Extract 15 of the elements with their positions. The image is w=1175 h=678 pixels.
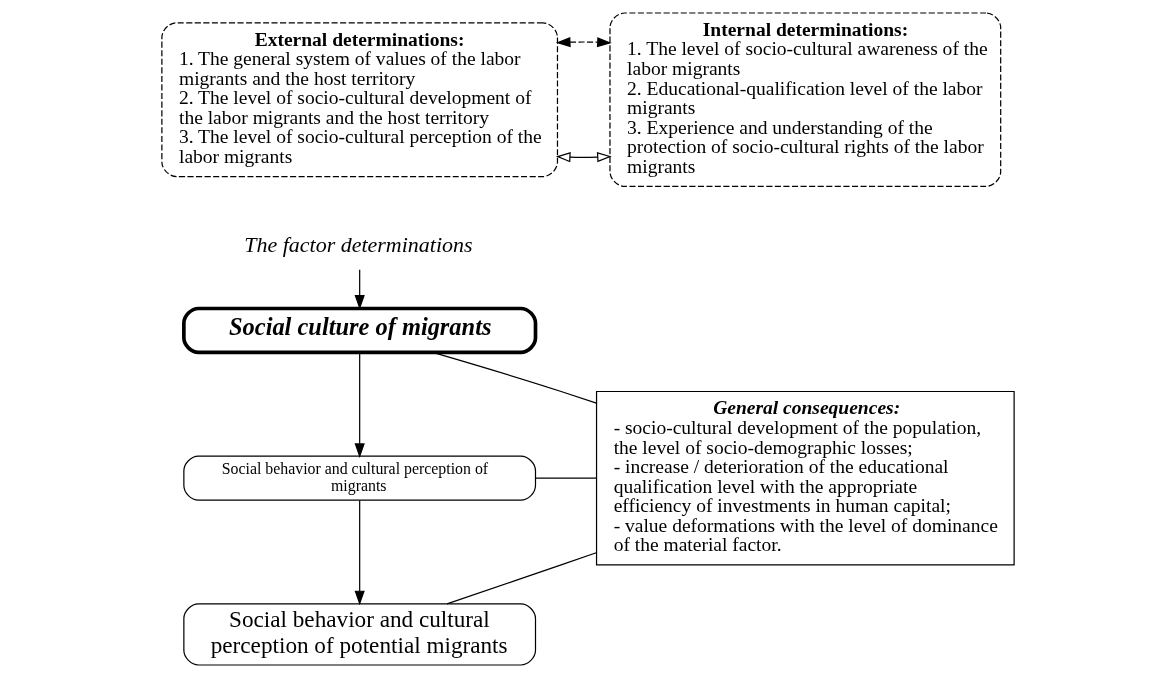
node-box: Social behavior and cultural perception of potential migrants (182, 603, 536, 666)
connector (445, 552, 597, 605)
node-box: Internal determinations: 1. The level of socio-cultural awareness of the labor migrants 2. Educational-qualification level of the labor migrants 3. Experience and understanding of the protection of socio-cultural rights of the labor migrants (608, 12, 1001, 187)
connector (431, 351, 597, 404)
node-box: External determinations: 1. The general system of values of the labor migrants and the host territory 2. The level of socio-cultural development of the labor migrants and the host territory 3. The level of socio-cultural perception of the labor migrants (160, 22, 558, 178)
node-box: General consequences: - socio-cultural development of the population, the level of socio-demographic losses; - increase / deterioration of the educational qualification level with the appropriate efficiency of investments in human capital; - value deformations with the level of dominance of the material factor. (595, 390, 1015, 566)
connector (534, 477, 597, 479)
node-text: The factor determinations (243, 231, 473, 257)
arrow (555, 152, 612, 163)
node-box: Social behavior and cultural perception of migrants (182, 455, 536, 501)
arrow (354, 499, 365, 606)
arrow (354, 351, 365, 459)
arrow (354, 269, 365, 310)
node-box: Social culture of migrants (181, 306, 537, 355)
arrow (555, 37, 612, 48)
